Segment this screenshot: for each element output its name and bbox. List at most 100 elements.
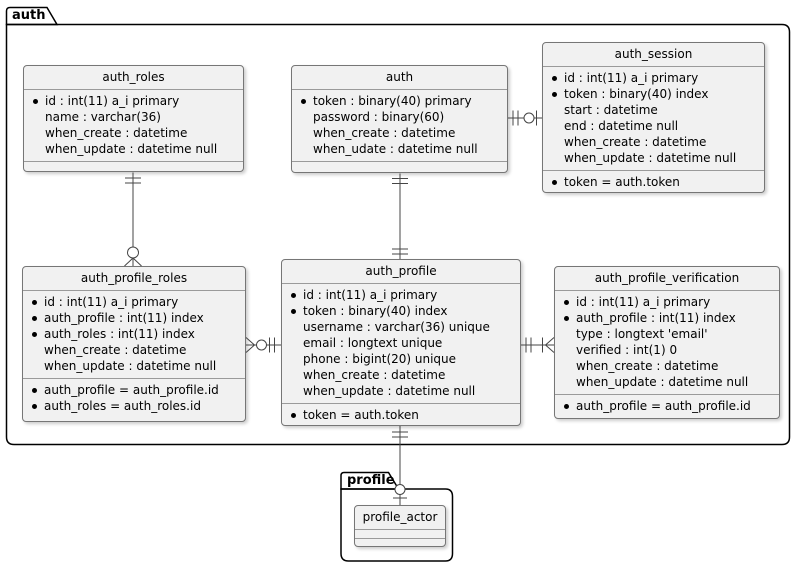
entity-attribute: verified : int(1) 0: [562, 342, 773, 358]
entity-title: auth: [385, 70, 414, 84]
bullet-spacer: [291, 373, 296, 378]
entity-attribute: id : int(11) a_i primary: [30, 294, 239, 310]
bullet-spacer: [291, 341, 296, 346]
entity-title: auth_profile: [365, 264, 437, 278]
attribute-text: when_create : datetime: [313, 126, 456, 140]
entity-attribute: token : binary(40) primary: [299, 93, 501, 109]
entity-attribute: when_update : datetime null: [562, 374, 773, 390]
connector-auth-to-auth-session-one-to-zero-or-one: [508, 110, 542, 126]
key-bullet-icon: [564, 403, 569, 409]
attribute-text: id : int(11) a_i primary: [564, 71, 699, 85]
attribute-text: auth_profile = auth_profile.id: [576, 399, 751, 413]
entity-attribute: email : longtext unique: [289, 335, 514, 351]
attribute-text: auth_profile : int(11) index: [576, 311, 736, 325]
key-bullet-icon: [291, 412, 296, 418]
attribute-text: when_update : datetime null: [44, 359, 217, 373]
attribute-text: when_create : datetime: [564, 135, 707, 149]
key-bullet-icon: [291, 308, 296, 314]
entity-title: auth_roles: [102, 70, 165, 84]
attribute-text: end : datetime null: [564, 119, 679, 133]
entity-attribute: when_create : datetime: [299, 125, 501, 141]
attribute-text: phone : bigint(20) unique: [303, 352, 457, 366]
entity-title: auth_profile_verification: [594, 271, 740, 285]
bullet-spacer: [33, 147, 38, 152]
attribute-text: auth_profile = auth_profile.id: [44, 383, 219, 397]
entity-empty-section: [292, 161, 507, 172]
key-bullet-icon: [32, 387, 37, 393]
attribute-text: id : int(11) a_i primary: [45, 94, 180, 108]
bullet-spacer: [32, 348, 37, 353]
key-bullet-icon: [32, 315, 37, 321]
attribute-text: token = auth.token: [564, 175, 680, 189]
key-bullet-icon: [301, 98, 306, 104]
entity-attribute: name : varchar(36): [31, 109, 237, 125]
entity-attribute: end : datetime null: [550, 118, 758, 134]
entity-title: profile_actor: [362, 510, 438, 524]
entity-attribute: id : int(11) a_i primary: [31, 93, 237, 109]
key-bullet-icon: [32, 403, 37, 409]
bullet-spacer: [552, 108, 557, 113]
attribute-text: start : datetime: [564, 103, 658, 117]
entity-attribute: token = auth.token: [550, 174, 758, 190]
bullet-spacer: [564, 364, 569, 369]
cardinality-zero-circle: [394, 484, 406, 495]
entity-empty-section: [24, 161, 243, 171]
attribute-text: auth_roles = auth_roles.id: [44, 399, 201, 413]
entity-title: auth_session: [614, 47, 693, 61]
attribute-text: when_update : datetime null: [303, 384, 476, 398]
entity-attribute: type : longtext 'email': [562, 326, 773, 342]
attribute-text: when_create : datetime: [45, 126, 188, 140]
entity-constraints-section: token = auth.token: [282, 403, 520, 425]
connector-auth-profile-to-auth-profile-verification-one-to-one-or-many: [521, 337, 555, 353]
key-bullet-icon: [32, 299, 37, 305]
cardinality-zero-circle: [256, 339, 267, 351]
cardinality-crow-foot: [545, 337, 555, 353]
bullet-spacer: [291, 325, 296, 330]
bullet-spacer: [301, 115, 306, 120]
connector-auth-roles-to-auth-profile-roles-one-to-zero-or-many: [124, 172, 142, 267]
attribute-text: when_update : datetime null: [45, 142, 218, 156]
attribute-text: token : binary(40) index: [564, 87, 709, 101]
entity-constraints-section: token = auth.token: [543, 170, 764, 192]
entity-constraints-section: auth_profile = auth_profile.id: [555, 394, 779, 418]
entity-attribute: id : int(11) a_i primary: [550, 70, 758, 86]
entity-attribute: phone : bigint(20) unique: [289, 351, 514, 367]
entity-constraints-section: auth_profile = auth_profile.id auth_roles…: [23, 378, 245, 418]
attribute-text: verified : int(1) 0: [576, 343, 678, 357]
key-bullet-icon: [552, 75, 557, 81]
attribute-text: email : longtext unique: [303, 336, 443, 350]
key-bullet-icon: [33, 98, 38, 104]
bullet-spacer: [552, 140, 557, 145]
attribute-text: token = auth.token: [303, 408, 419, 422]
entity-attribute: when_update : datetime null: [30, 358, 239, 374]
entity-attribute: start : datetime: [550, 102, 758, 118]
bullet-spacer: [564, 348, 569, 353]
entity-attribute: when_create : datetime: [562, 358, 773, 374]
entity-attribute: id : int(11) a_i primary: [562, 294, 773, 310]
cardinality-zero-circle: [523, 112, 535, 124]
bullet-spacer: [564, 380, 569, 385]
entity-attribute: auth_profile : int(11) index: [562, 310, 773, 326]
connector-auth-to-auth-profile-one-to-one: [392, 173, 408, 259]
attribute-text: when_create : datetime: [576, 359, 719, 373]
attribute-text: when_update : datetime null: [576, 375, 749, 389]
entity-attribute: token = auth.token: [289, 407, 514, 423]
entity-attribute: when_create : datetime: [30, 342, 239, 358]
key-bullet-icon: [552, 179, 557, 185]
attribute-text: id : int(11) a_i primary: [44, 295, 179, 309]
key-bullet-icon: [552, 91, 557, 97]
entity-attribute: when_udate : datetime null: [299, 141, 501, 157]
attribute-text: token : binary(40) primary: [313, 94, 472, 108]
bullet-spacer: [32, 364, 37, 369]
entity-attribute: when_update : datetime null: [289, 383, 514, 399]
bullet-spacer: [301, 147, 306, 152]
